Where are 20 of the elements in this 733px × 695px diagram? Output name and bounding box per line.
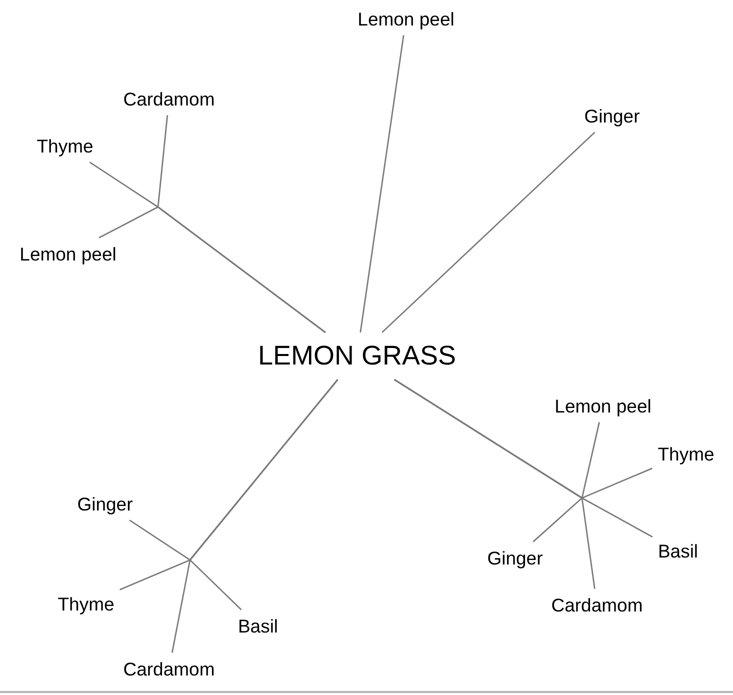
branch-label: Cardamom	[123, 88, 215, 110]
branch-label: Ginger	[584, 105, 640, 127]
connector-line	[360, 35, 404, 332]
branch-label: Cardamom	[551, 594, 643, 616]
branch-label: Lemon peel	[358, 8, 454, 30]
connector-line	[394, 379, 596, 589]
branch-label: Basil	[658, 540, 698, 562]
branch-label: Ginger	[77, 493, 133, 515]
branch-label: Ginger	[487, 547, 543, 569]
branch-label: Lemon peel	[554, 395, 652, 417]
central-topic-label: LEMON GRASS	[258, 340, 456, 372]
connector-line	[382, 132, 596, 333]
branch-label: Lemon peel	[20, 243, 116, 265]
branch-label: Thyme	[36, 135, 94, 157]
branch-label: Thyme	[658, 443, 714, 465]
branch-label: Basil	[238, 615, 278, 637]
branch-label: Thyme	[58, 593, 114, 615]
branch-label: Cardamom	[123, 658, 215, 680]
connector-line	[98, 206, 326, 333]
connector-line	[171, 379, 338, 653]
